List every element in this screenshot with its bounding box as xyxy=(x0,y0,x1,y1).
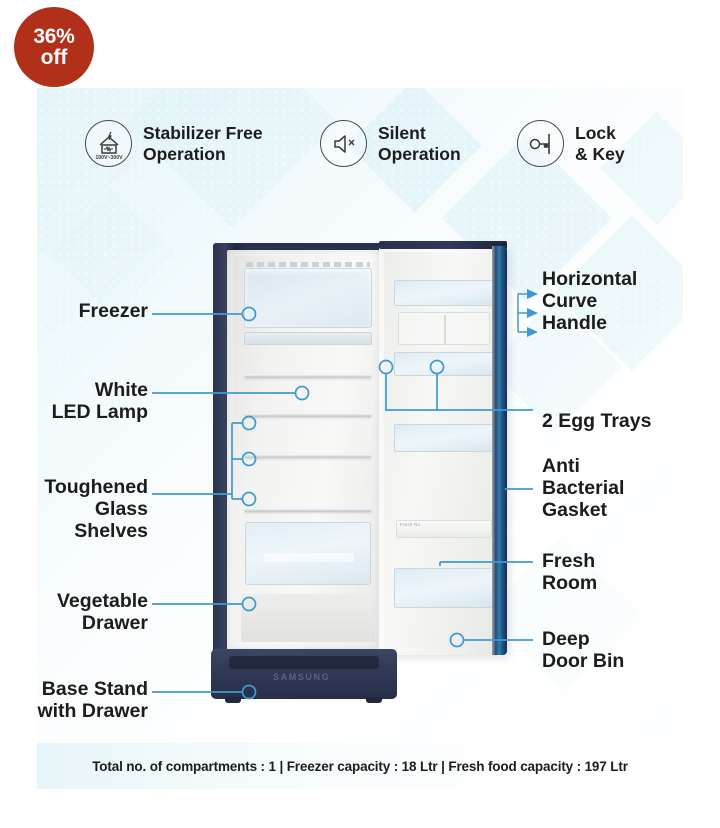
callout-2-egg-trays: 2 Egg Trays xyxy=(542,410,652,432)
egg-tray xyxy=(398,312,490,345)
discount-badge: 36% off xyxy=(14,7,94,87)
cabinet-interior xyxy=(227,250,387,650)
glass-shelf xyxy=(245,374,371,378)
cabinet-base-area xyxy=(241,594,375,642)
discount-percent: 36% xyxy=(33,24,75,48)
callout-deep-door-bin: Deep Door Bin xyxy=(542,628,625,673)
discount-off-label: off xyxy=(40,46,68,69)
door-bin xyxy=(394,280,494,306)
feature-row: 100V~300V Stabilizer Free Operation Sile… xyxy=(37,118,683,190)
callout-horizontal-curve-handle: Horizontal Curve Handle xyxy=(542,268,638,335)
drawer-handle-lip xyxy=(264,553,354,562)
callout-toughened-glass-shelves: Toughened Glass Shelves xyxy=(44,476,148,543)
freezer-vents xyxy=(246,262,370,267)
freezer-compartment xyxy=(244,268,372,328)
stand-foot xyxy=(366,697,382,703)
feature-lock-and-key: Lock & Key xyxy=(517,120,625,167)
voltage-house-icon: 100V~300V xyxy=(85,120,132,167)
feature-silent-operation: Silent Operation xyxy=(320,120,461,167)
callout-vegetable-drawer: Vegetable Drawer xyxy=(56,590,148,635)
door-inner-panel: Fresh Ro xyxy=(384,252,494,647)
feature-label: Lock & Key xyxy=(575,123,625,164)
base-stand: SAMSUNG xyxy=(211,649,397,703)
cabinet-inner-liner xyxy=(233,256,382,642)
door-outer-edge xyxy=(492,246,507,655)
fresh-room-compartment xyxy=(396,520,492,538)
feature-stabilizer-free-operation: 100V~300V Stabilizer Free Operation xyxy=(85,120,263,167)
feature-label: Stabilizer Free Operation xyxy=(143,123,263,164)
freezer-flap xyxy=(244,332,372,345)
glass-shelf xyxy=(245,413,371,417)
callout-fresh-room: Fresh Room xyxy=(542,550,598,595)
glass-shelf xyxy=(245,454,371,458)
svg-text:100V~300V: 100V~300V xyxy=(95,155,123,161)
callout-freezer: Freezer xyxy=(78,300,148,322)
vegetable-drawer xyxy=(245,522,371,585)
door-top-cap xyxy=(379,241,507,249)
callout-white-led-lamp: White LED Lamp xyxy=(51,379,148,424)
callout-base-stand-with-drawer: Base Stand with Drawer xyxy=(37,678,148,723)
egg-tray-divider xyxy=(444,315,446,344)
fresh-room-label: Fresh Ro xyxy=(400,522,421,527)
glass-shelf xyxy=(245,508,371,512)
refrigerator-illustration: Fresh Ro SAMSUNG xyxy=(205,241,525,703)
feature-label: Silent Operation xyxy=(378,123,461,164)
refrigerator-door: Fresh Ro xyxy=(379,241,507,655)
stand-foot xyxy=(225,697,241,703)
key-icon xyxy=(517,120,564,167)
base-stand-drawer xyxy=(229,656,379,669)
samsung-logo: SAMSUNG xyxy=(273,672,331,682)
door-bin xyxy=(394,352,494,376)
muted-speaker-icon xyxy=(320,120,367,167)
deep-door-bin xyxy=(394,568,494,608)
callout-anti-bacterial-gasket: Anti Bacterial Gasket xyxy=(542,455,625,522)
door-bin xyxy=(394,424,494,452)
specification-text: Total no. of compartments : 1 | Freezer … xyxy=(92,758,628,774)
specification-bar: Total no. of compartments : 1 | Freezer … xyxy=(37,743,683,789)
